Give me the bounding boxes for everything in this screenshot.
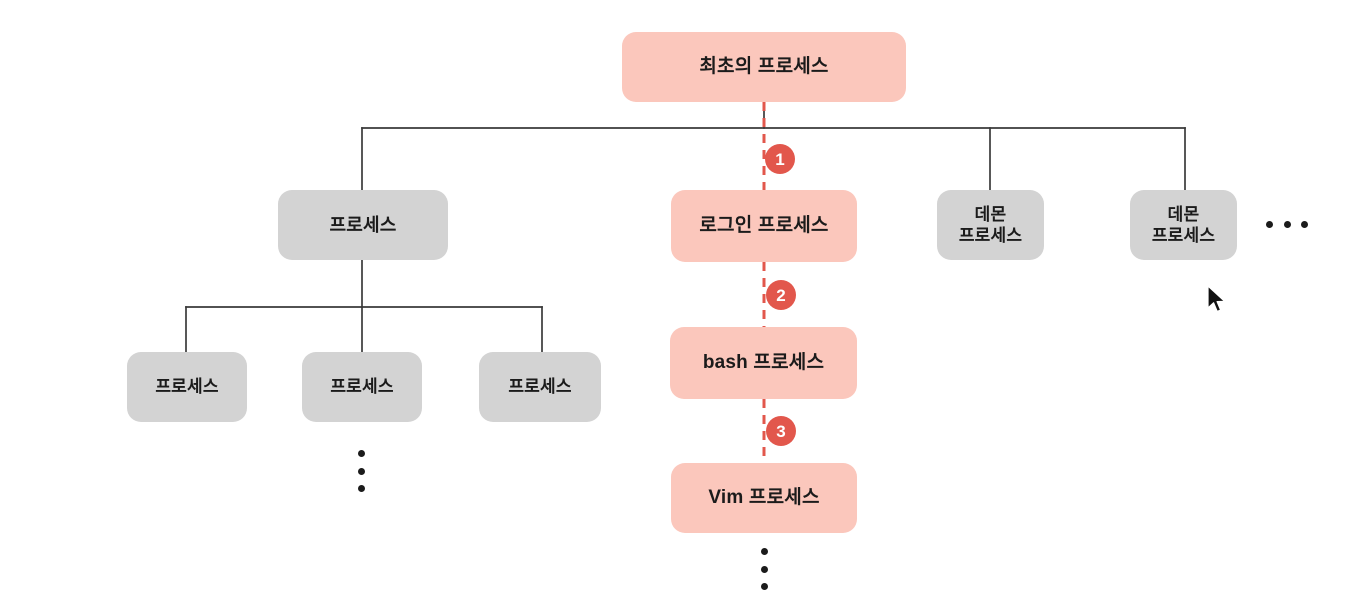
node-label: 프로세스 [508,377,572,397]
dot [357,450,365,457]
dot [357,485,365,492]
vertical-ellipsis-icon-vim [759,548,769,590]
step-badge-3: 3 [766,416,796,446]
step-badge-label: 1 [775,149,785,169]
node-login-process[interactable]: 로그인 프로세스 [671,190,857,262]
horizontal-ellipsis-icon-daemon [1266,219,1308,229]
step-badge-label: 2 [776,285,786,305]
dot [357,467,365,475]
step-badge-label: 3 [776,421,786,441]
dot [760,583,768,590]
node-label: Vim 프로세스 [708,487,820,509]
node-label: 데몬 프로세스 [958,204,1023,245]
node-label: 데몬 프로세스 [1151,204,1216,245]
step-badge-1: 1 [765,144,795,174]
node-daemon-process-1[interactable]: 데몬 프로세스 [937,190,1044,260]
node-label: 최초의 프로세스 [699,56,829,78]
mouse-cursor-icon [1207,285,1226,312]
node-bash-process[interactable]: bash 프로세스 [670,327,857,399]
node-label: 프로세스 [330,377,394,397]
vertical-ellipsis-icon-left [356,450,366,492]
dot [1301,220,1308,228]
node-daemon-process-2[interactable]: 데몬 프로세스 [1130,190,1237,260]
dot [760,548,768,555]
node-vim-process[interactable]: Vim 프로세스 [671,463,857,533]
node-process-left[interactable]: 프로세스 [278,190,448,260]
node-child-process-1[interactable]: 프로세스 [127,352,247,422]
node-child-process-2[interactable]: 프로세스 [302,352,422,422]
dot [1266,220,1273,228]
dot [760,565,768,573]
node-label: bash 프로세스 [702,352,825,374]
node-label: 프로세스 [155,377,219,397]
dot [1283,220,1291,228]
step-badge-2: 2 [766,280,796,310]
node-child-process-3[interactable]: 프로세스 [479,352,601,422]
node-root-process[interactable]: 최초의 프로세스 [622,32,906,102]
node-label: 로그인 프로세스 [699,215,829,237]
node-label: 프로세스 [329,214,397,235]
